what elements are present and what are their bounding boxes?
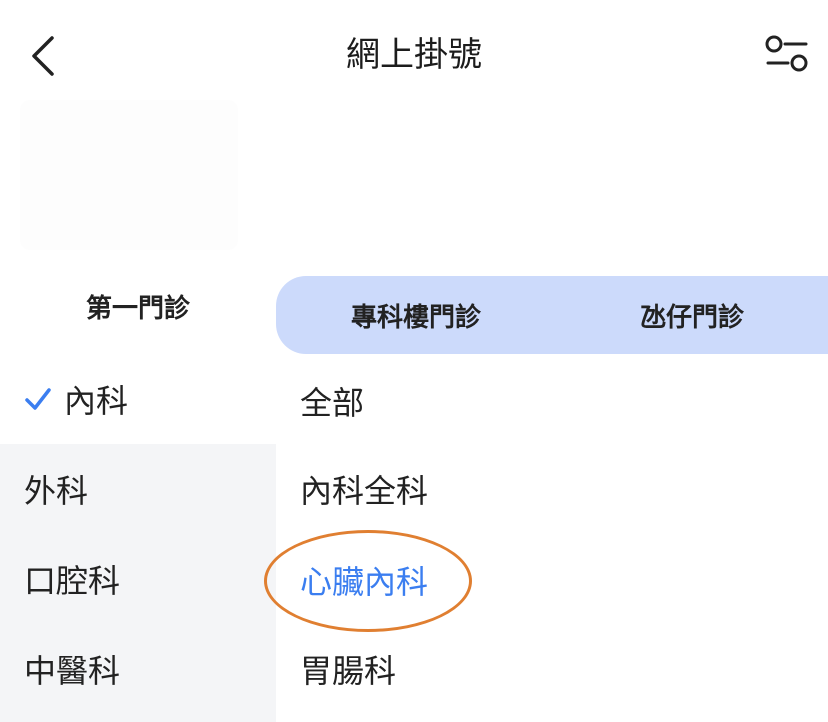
subcategory-item-gastroenterology[interactable]: 胃腸科 bbox=[300, 652, 397, 690]
tab-bar: 專科樓門診 氹仔門診 bbox=[276, 276, 828, 354]
subcategory-item-general-internal[interactable]: 內科全科 bbox=[300, 472, 429, 510]
tab-specialist-building[interactable]: 專科樓門診 bbox=[350, 302, 481, 333]
category-item-chinese-medicine[interactable]: 中醫科 bbox=[0, 624, 276, 714]
tab-taipa-clinic[interactable]: 氹仔門診 bbox=[639, 302, 744, 333]
category-label: 口腔科 bbox=[24, 562, 121, 600]
category-item-dental[interactable]: 口腔科 bbox=[0, 534, 276, 624]
category-list: 內科 外科 口腔科 中醫科 bbox=[0, 354, 276, 722]
banner-placeholder bbox=[20, 100, 238, 250]
back-button[interactable] bbox=[22, 30, 66, 82]
chevron-left-icon bbox=[32, 36, 54, 76]
page-title: 網上掛號 bbox=[346, 35, 482, 75]
subcategory-item-cardiology[interactable]: 心臟內科 bbox=[300, 563, 429, 601]
filter-button[interactable] bbox=[760, 30, 814, 80]
tab-first-clinic[interactable]: 第一門診 bbox=[0, 276, 276, 354]
category-label: 內科 bbox=[64, 382, 129, 420]
category-item-internal-medicine[interactable]: 內科 bbox=[0, 354, 276, 444]
category-label: 中醫科 bbox=[24, 652, 121, 690]
filter-toggle-icon bbox=[765, 35, 808, 72]
check-icon bbox=[25, 388, 51, 410]
subcategory-item-all[interactable]: 全部 bbox=[300, 384, 365, 422]
header-bar: 網上掛號 bbox=[0, 0, 828, 110]
category-label: 外科 bbox=[24, 472, 89, 510]
category-item-surgery[interactable]: 外科 bbox=[0, 444, 276, 534]
